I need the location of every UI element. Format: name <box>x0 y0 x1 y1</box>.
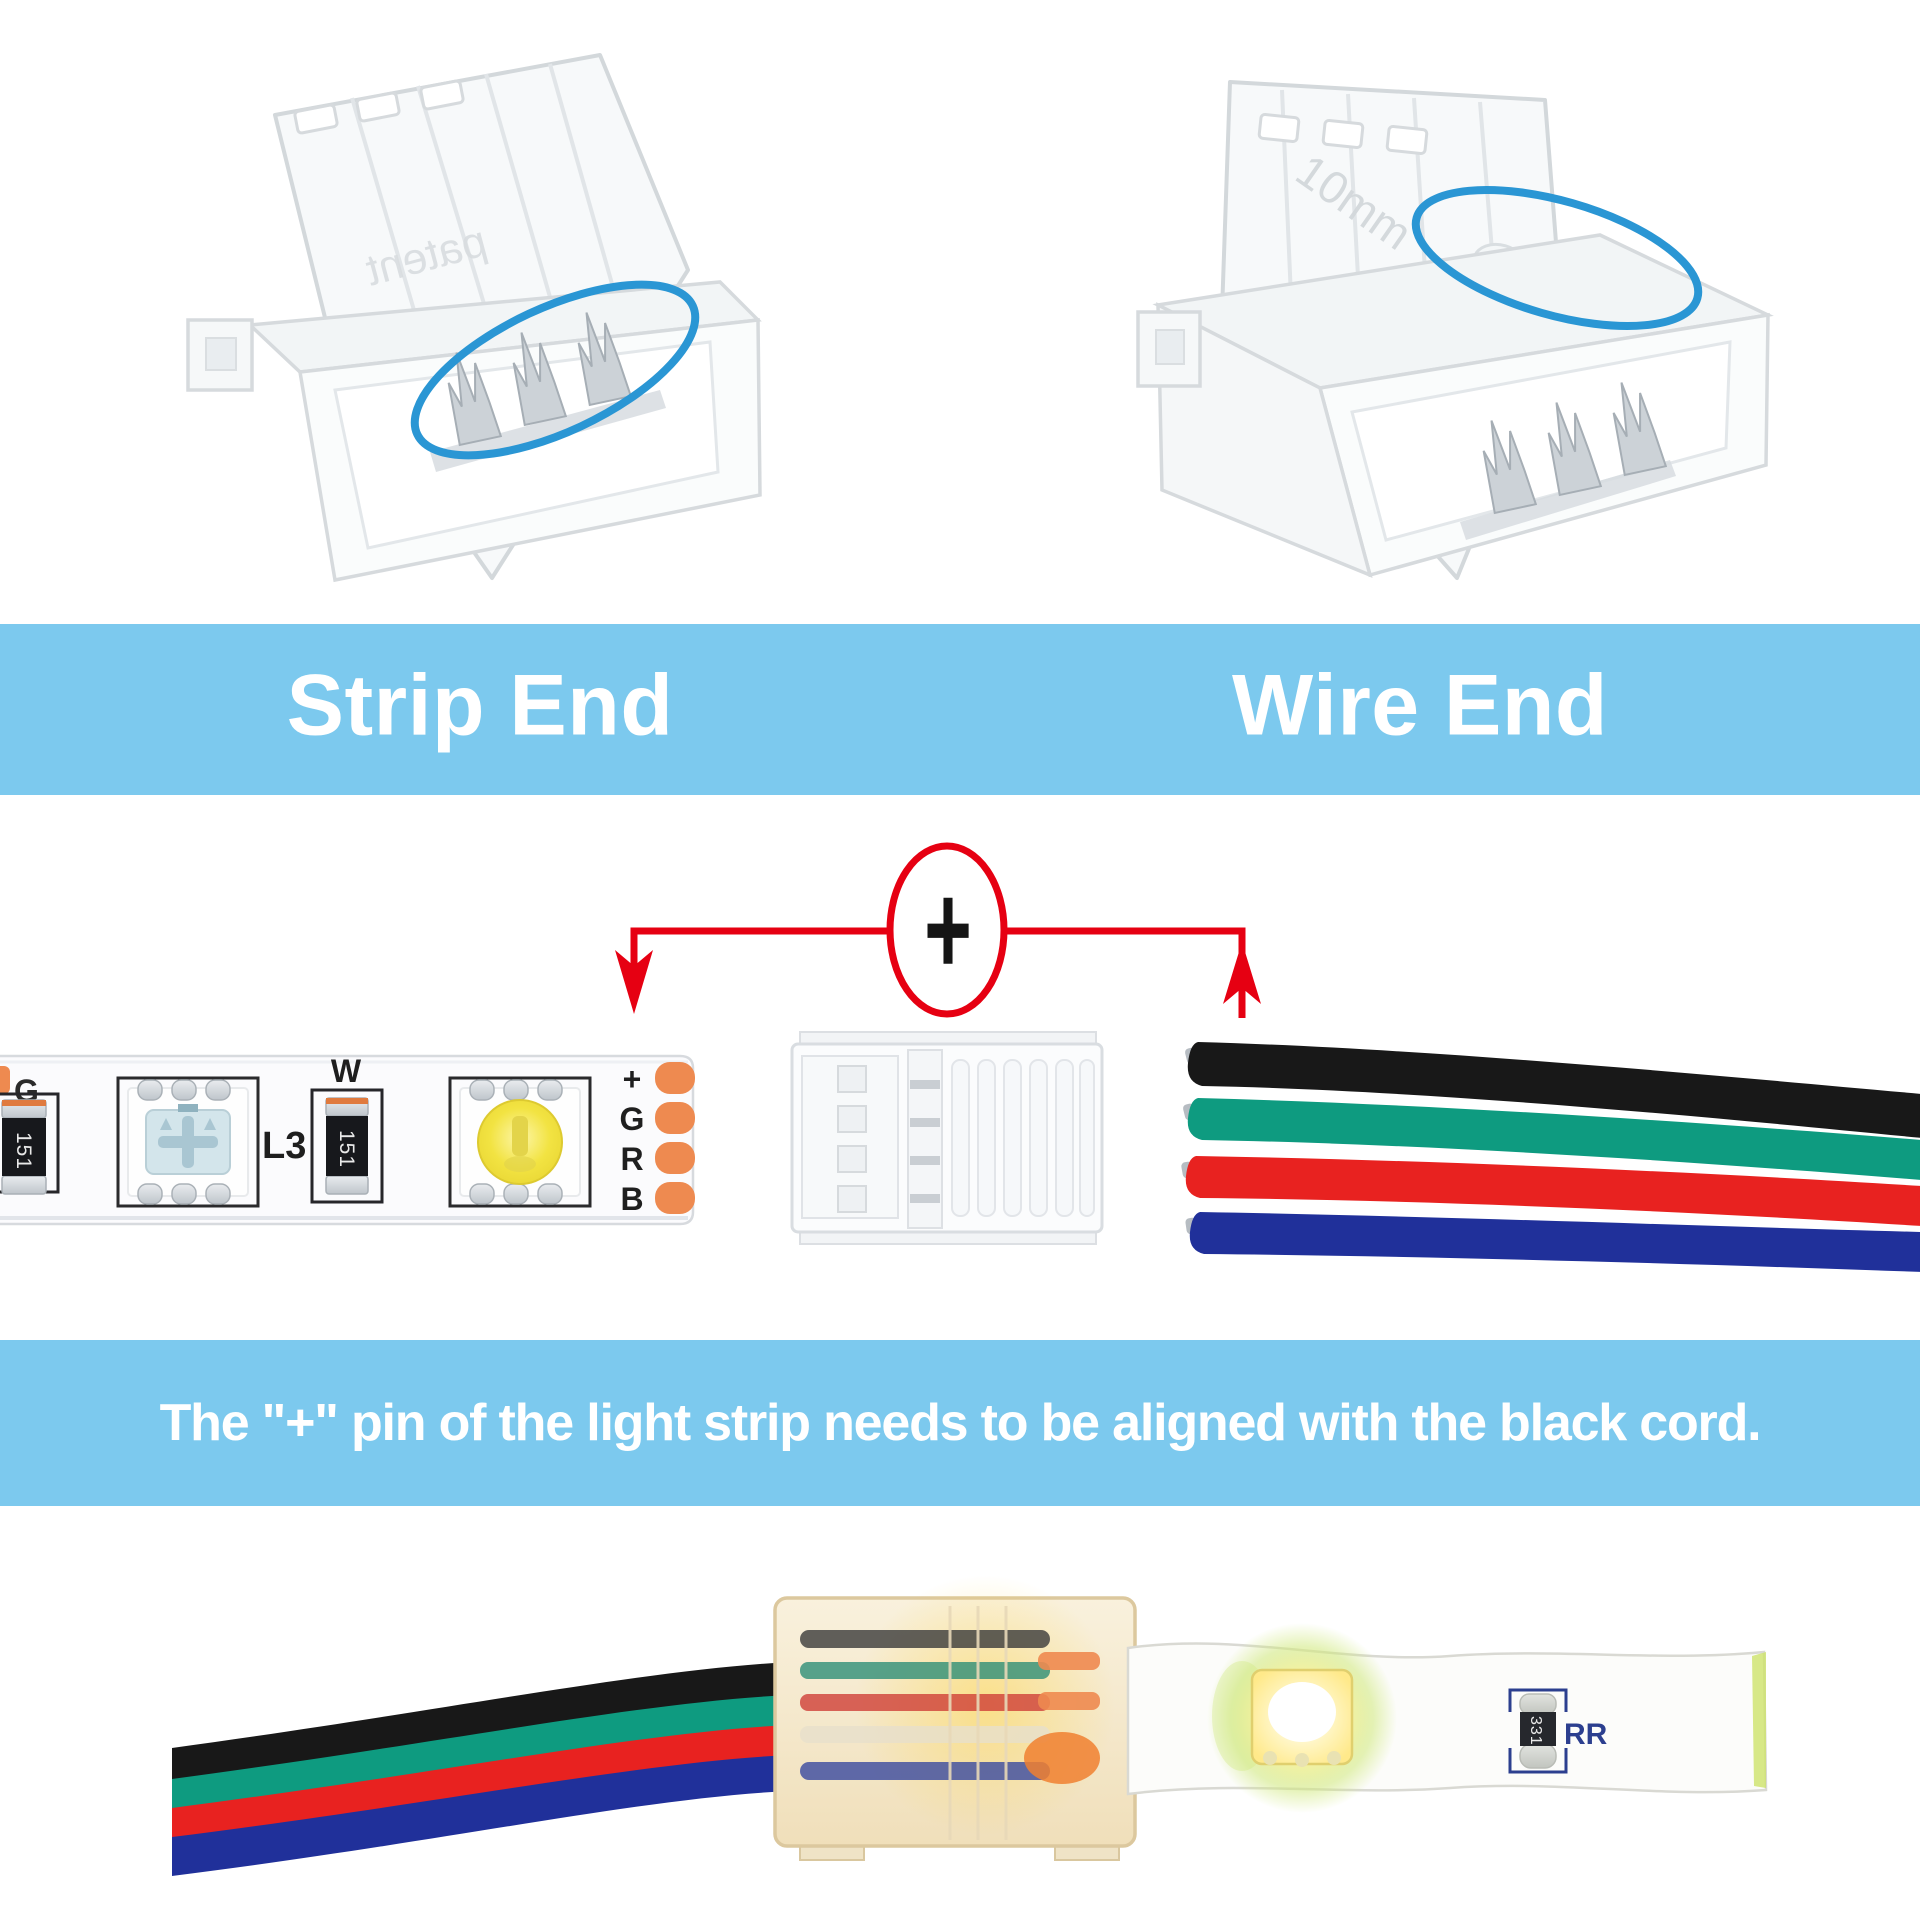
lid-slot <box>355 91 401 123</box>
lid-slot <box>1257 112 1301 144</box>
internal-strip-pads <box>1024 1652 1100 1784</box>
wire-end-label: Wire End <box>1232 657 1608 754</box>
clear-connector <box>790 1031 1104 1245</box>
resistor-code: 331 <box>1527 1716 1544 1746</box>
lit-led <box>1250 1668 1354 1767</box>
plus-annotation: + <box>615 842 1261 1018</box>
assembled-connector <box>773 1575 1137 1861</box>
down-arrow <box>615 950 653 1014</box>
wire-blue <box>1189 1212 1920 1272</box>
resistor-code: 151 <box>335 1130 358 1168</box>
resistor-w-label: W <box>331 1053 362 1089</box>
strip-resistor: 331 <box>1508 1688 1568 1774</box>
side-tab-hole <box>1155 329 1185 365</box>
lit-led-strip: 331 RR <box>1126 1623 1768 1813</box>
strip-end-connector-photo: patent <box>186 53 762 583</box>
internal-wire-stubs <box>800 1630 1050 1780</box>
resistor-rr-label: RR <box>1564 1718 1608 1751</box>
wire-end-highlight-ellipse <box>1411 186 1703 330</box>
lid-slot <box>1321 118 1365 150</box>
pad-label-g: G <box>620 1101 645 1137</box>
lid-slot <box>1385 124 1429 156</box>
plus-circle <box>886 842 1008 1018</box>
solder-pads: + G R B <box>620 1061 695 1217</box>
edge-pad <box>0 1066 10 1094</box>
pad-label-r: R <box>620 1141 643 1177</box>
rgb-wires <box>1181 1042 1920 1272</box>
lid-slot <box>293 103 339 135</box>
connection-diagram: + G 151 <box>0 842 1920 1272</box>
rgb-led-label: L3 <box>262 1125 306 1167</box>
strip-end-label: Strip End <box>286 657 674 754</box>
wire-red <box>1185 1156 1920 1226</box>
resistor-left: 151 <box>0 1092 60 1195</box>
wire-end-connector-photo: 10mm <box>1136 80 1774 580</box>
resistor-code: 151 <box>12 1132 35 1170</box>
connector-body <box>186 280 762 583</box>
assembled-connection-photo: 331 RR <box>172 1575 1768 1876</box>
strip-end-highlight-ellipse <box>410 280 700 460</box>
pad-label-b: B <box>620 1181 643 1217</box>
alignment-note-text: The "+" pin of the light strip needs to … <box>159 1394 1762 1452</box>
strip-end-glow <box>1752 1652 1766 1788</box>
wire-blue <box>172 1755 790 1876</box>
metal-teeth <box>1460 376 1676 540</box>
wire-black <box>1187 1042 1920 1138</box>
rgb-led <box>116 1076 260 1208</box>
led-strip: G 151 <box>0 1053 695 1226</box>
side-tab-hole <box>205 337 237 371</box>
section-banner: Strip End Wire End <box>0 624 1920 795</box>
up-arrow <box>1223 942 1261 1004</box>
resistor-w: W 151 <box>310 1053 384 1204</box>
plus-symbol: + <box>924 858 972 1003</box>
pad-label-plus: + <box>623 1061 642 1097</box>
wire-green <box>1187 1098 1920 1180</box>
alignment-note-banner: The "+" pin of the light strip needs to … <box>0 1340 1920 1506</box>
connector-body <box>1136 233 1774 578</box>
white-led <box>448 1076 592 1208</box>
lid-slot <box>419 79 465 111</box>
rgb-wires-bottom <box>172 1662 790 1876</box>
